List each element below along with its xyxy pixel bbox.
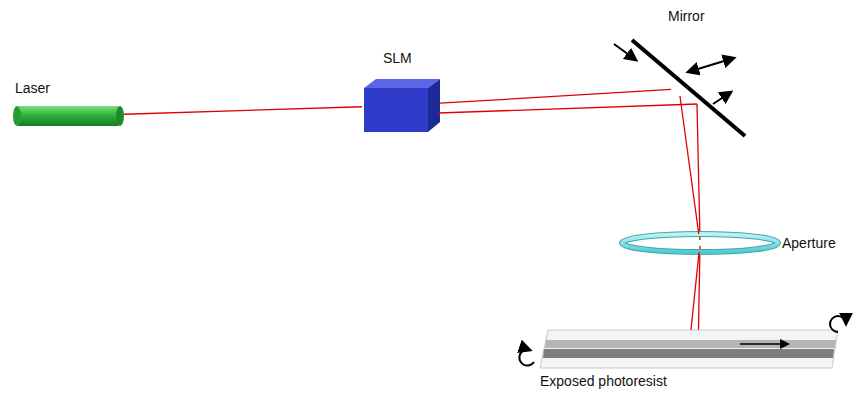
- component: SLM: [362, 79, 440, 132]
- slm-cube: [364, 79, 440, 132]
- photoresist-slab: [519, 316, 846, 368]
- component: Mirror: [671, 82, 687, 96]
- laser-beam: [124, 107, 362, 115]
- laser-body: [13, 106, 124, 126]
- aperture-ring: [622, 234, 778, 252]
- component: Laser: [14, 106, 124, 126]
- laser-beam: [680, 96, 699, 234]
- component-label: Laser: [15, 80, 50, 96]
- component: Aperture: [622, 234, 778, 252]
- component-label: Mirror: [668, 8, 705, 24]
- component-label: Aperture: [782, 235, 836, 251]
- laser-beam: [691, 252, 699, 330]
- component: Exposed photoresist: [540, 330, 838, 368]
- laser-beam: [438, 104, 700, 356]
- laser-beam: [440, 89, 671, 103]
- component-label: SLM: [383, 50, 412, 66]
- component-label: Exposed photoresist: [540, 373, 667, 389]
- mirror: [614, 40, 745, 136]
